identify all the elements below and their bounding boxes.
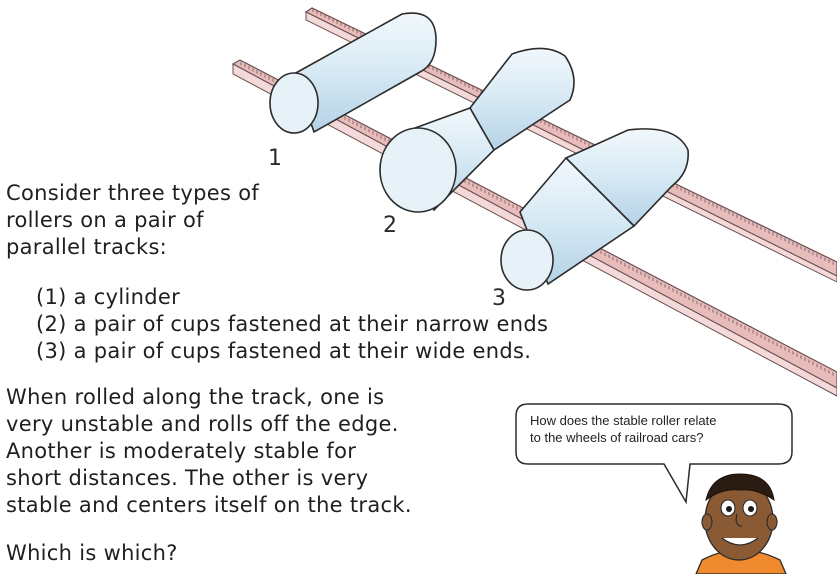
speech-bubble-line: How does the stable roller relate [530,413,717,428]
intro-text: Consider three types of rollers on a pai… [6,180,259,261]
description-line: When rolled along the track, one is [6,385,385,409]
roller-cylinder [269,12,437,134]
description-line: Another is moderately stable for [6,439,357,463]
speech-bubble [515,403,793,505]
roller-label-2: 2 [383,213,397,238]
roller-wide-ends [500,128,689,291]
option-item: (2) a pair of cups fastened at their nar… [36,312,549,336]
speech-bubble-text: How does the stable roller relate to the… [530,412,770,446]
option-item: (3) a pair of cups fastened at their wid… [36,339,532,363]
options-list: (1) a cylinder (2) a pair of cups fasten… [36,284,548,365]
description-text: When rolled along the track, one is very… [6,384,412,519]
roller-narrow-ends [379,47,575,213]
description-line: very unstable and rolls off the edge. [6,412,399,436]
question-text: Which is which? [6,541,178,565]
intro-line: parallel tracks: [6,235,168,259]
back-rail [304,7,837,283]
option-item: (1) a cylinder [36,285,181,309]
description-line: stable and centers itself on the track. [6,493,412,517]
speech-bubble-line: to the wheels of railroad cars? [530,430,704,445]
intro-line: rollers on a pair of [6,208,204,232]
roller-label-1: 1 [268,146,282,171]
description-line: short distances. The other is very [6,466,369,490]
roller-label-3: 3 [492,286,506,311]
character [695,473,787,574]
intro-line: Consider three types of [6,181,260,205]
